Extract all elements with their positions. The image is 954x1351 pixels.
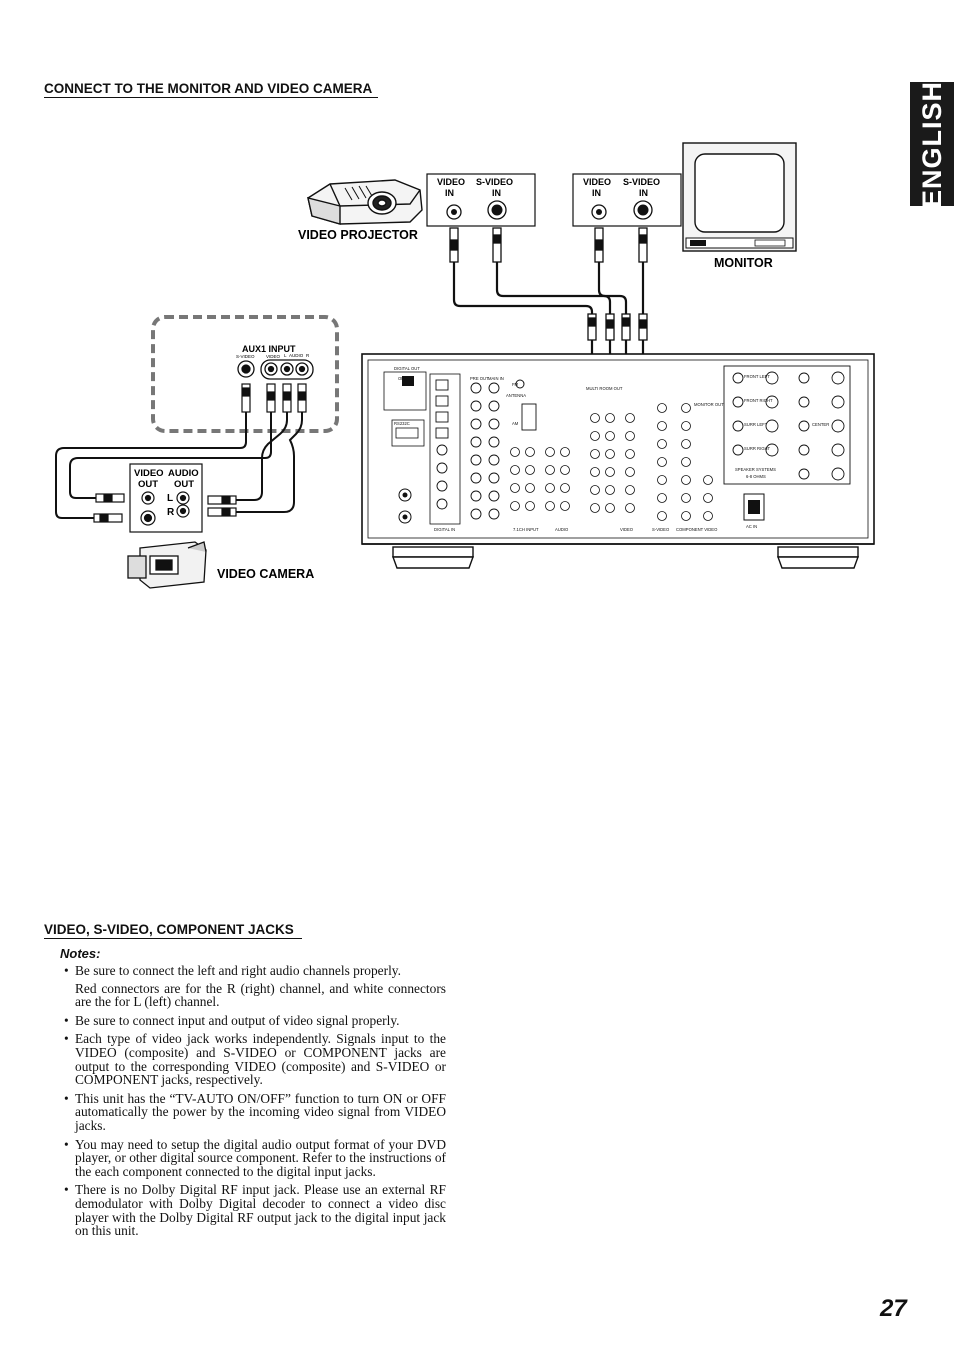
panel-front-left: FRONT LEFT <box>744 374 770 379</box>
camera-cables <box>55 412 303 519</box>
cam-audio-label: AUDIO <box>168 468 199 479</box>
receiver-rear-panel <box>361 353 875 569</box>
panel-digital-in: DIGITAL IN <box>434 527 455 532</box>
section-title-connect: CONNECT TO THE MONITOR AND VIDEO CAMERA <box>44 81 379 98</box>
projector-illustration <box>307 179 423 225</box>
note-item: This unit has the “TV-AUTO ON/OFF” funct… <box>64 1090 446 1133</box>
monitor-label: MONITOR <box>714 256 773 270</box>
panel-audio: AUDIO <box>555 527 569 532</box>
cable-plugs <box>449 227 648 341</box>
mon-video-jack <box>591 204 607 220</box>
cam-l-label: L <box>167 493 173 504</box>
cam-r-label: R <box>167 507 175 518</box>
aux1-plugs <box>241 383 307 413</box>
aux-video-label: VIDEO <box>266 354 281 359</box>
panel-multi-room: MULTI ROOM OUT <box>586 386 623 391</box>
camera-illustration <box>127 541 207 589</box>
camera-label: VIDEO CAMERA <box>217 567 314 581</box>
proj-video-jack <box>446 204 462 220</box>
camera-cable-plugs <box>93 493 237 523</box>
connection-diagram: VIDEO PROJECTOR VIDEO IN S-VIDEO IN MONI… <box>55 142 875 589</box>
panel-surr-right: SURR RIGHT <box>744 446 770 451</box>
projector-input-panel <box>426 173 536 227</box>
panel-video: VIDEO <box>620 527 634 532</box>
note-text: Each type of video jack works independen… <box>75 1031 446 1088</box>
aux-l-label: L <box>284 353 287 358</box>
panel-speaker-systems: SPEAKER SYSTEMS <box>735 467 776 472</box>
panel-rs232c: RS232C <box>394 421 410 426</box>
panel-ac-in: AC IN <box>746 524 757 529</box>
aux-svideo-label: S-VIDEO <box>236 354 255 359</box>
language-tab: ENGLISH <box>910 80 954 208</box>
proj-svideo-in-label: IN <box>492 188 501 198</box>
proj-video-label: VIDEO <box>437 177 465 187</box>
proj-svideo-label: S-VIDEO <box>476 177 513 187</box>
note-item: There is no Dolby Digital RF input jack.… <box>64 1183 446 1237</box>
note-text: You may need to setup the digital audio … <box>75 1136 446 1179</box>
panel-opt: OPT <box>398 376 407 381</box>
proj-video-in-label: IN <box>445 188 454 198</box>
note-item: Be sure to connect input and output of v… <box>64 1014 446 1028</box>
aux-r-label: R <box>306 353 310 358</box>
projector-label: VIDEO PROJECTOR <box>298 228 418 242</box>
panel-labels: DIGITAL OUT OPT RS232C PRE OUT MAIN IN A… <box>394 366 829 532</box>
panel-surr-left: SURR LEFT <box>744 422 768 427</box>
camera-jacks <box>140 491 190 526</box>
panel-7-1ch-input: 7.1CH INPUT <box>513 527 539 532</box>
panel-monitor-out: MONITOR OUT <box>694 402 724 407</box>
section-title-jacks: VIDEO, S-VIDEO, COMPONENT JACKS <box>44 922 302 939</box>
cam-video-out-label: OUT <box>138 479 158 490</box>
mon-svideo-jack <box>633 200 653 220</box>
aux-audio-label: AUDIO <box>289 353 304 358</box>
monitor-illustration <box>682 142 797 252</box>
cam-audio-out-label: OUT <box>174 479 194 490</box>
note-item: You may need to setup the digital audio … <box>64 1136 446 1179</box>
panel-component: COMPONENT VIDEO <box>676 527 718 532</box>
panel-fm: FM <box>512 382 519 387</box>
cam-video-label: VIDEO <box>134 468 164 479</box>
note-text: This unit has the “TV-AUTO ON/OFF” funct… <box>75 1090 446 1133</box>
panel-s-video: S-VIDEO <box>652 527 670 532</box>
panel-main-in: MAIN IN <box>488 376 504 381</box>
panel-ohms: 6-8 OHMS <box>746 474 766 479</box>
monitor-input-panel <box>572 173 682 227</box>
note-text: Be sure to connect input and output of v… <box>75 1012 400 1028</box>
panel-center: CENTER <box>812 422 829 427</box>
note-text: Red connectors are for the R (right) cha… <box>75 980 446 1010</box>
aux1-jacks <box>237 359 314 380</box>
note-item: Be sure to connect the left and right au… <box>64 964 446 1009</box>
mon-video-label: VIDEO <box>583 177 611 187</box>
panel-digital-out: DIGITAL OUT <box>394 366 420 371</box>
mon-svideo-in-label: IN <box>639 188 648 198</box>
panel-front-right: FRONT RIGHT <box>744 398 773 403</box>
mon-svideo-label: S-VIDEO <box>623 177 660 187</box>
page-number: 27 <box>880 1295 907 1322</box>
note-text: There is no Dolby Digital RF input jack.… <box>75 1182 446 1239</box>
note-text: Be sure to connect the left and right au… <box>75 963 401 978</box>
panel-am: AM <box>512 421 519 426</box>
mon-video-in-label: IN <box>592 188 601 198</box>
panel-antenna: ANTENNA <box>506 393 526 398</box>
notes-list: Be sure to connect the left and right au… <box>64 964 446 1243</box>
panel-pre-out: PRE OUT <box>470 376 489 381</box>
aux1-label: AUX1 INPUT <box>242 344 296 354</box>
note-item: Each type of video jack works independen… <box>64 1032 446 1086</box>
proj-svideo-jack <box>487 200 507 220</box>
notes-title: Notes: <box>60 946 101 961</box>
